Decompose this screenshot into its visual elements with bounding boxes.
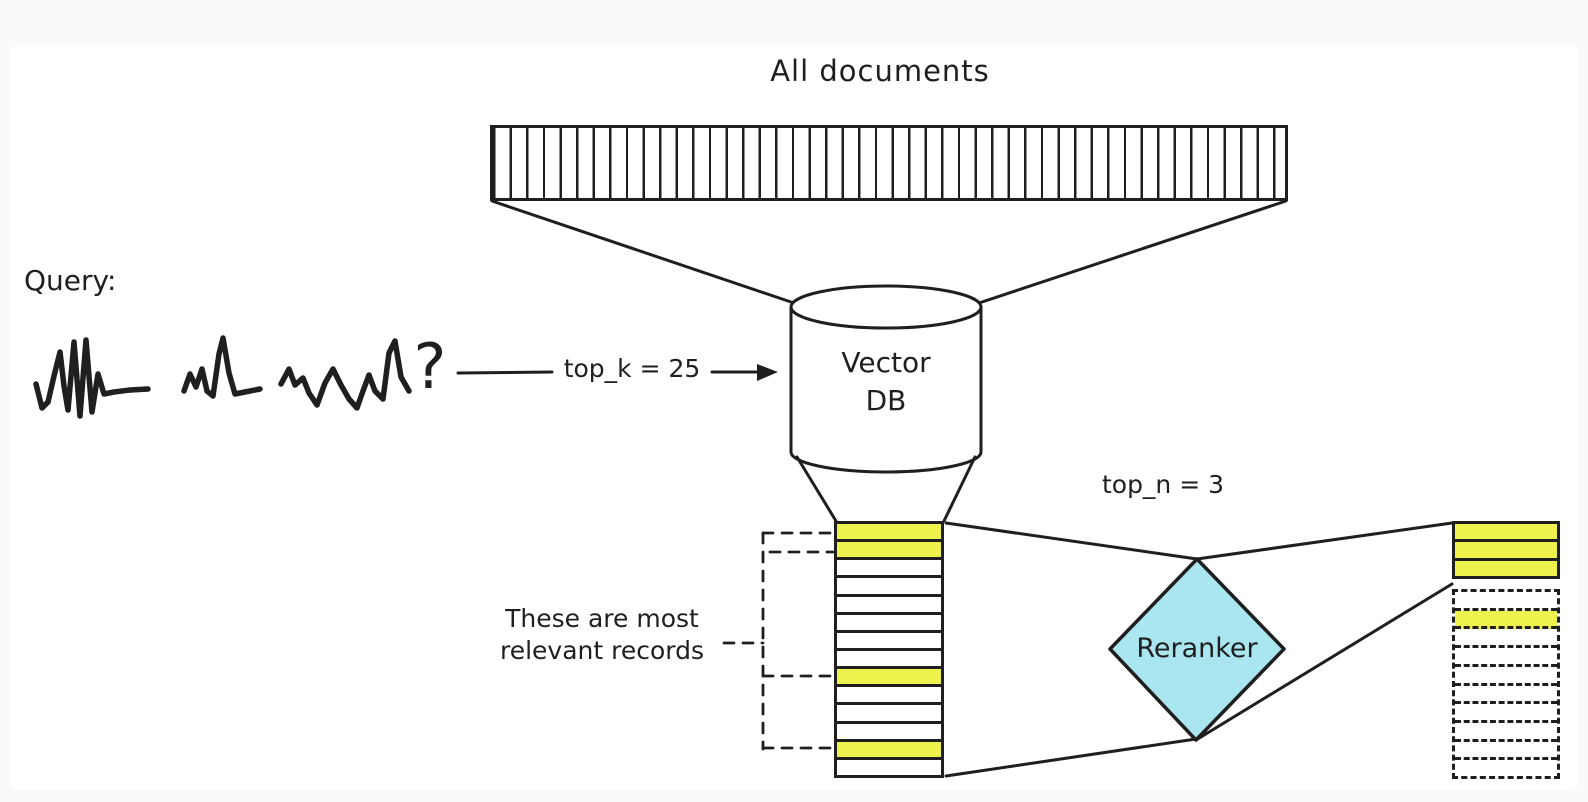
- record-row: [1455, 542, 1557, 561]
- record-row: [837, 542, 941, 561]
- record-row: [1455, 686, 1557, 705]
- relevant-records-note: These are most relevant records: [499, 604, 705, 665]
- record-row: [837, 687, 941, 706]
- record-row: [837, 760, 941, 775]
- reranked-remaining-records-stack: [1452, 589, 1560, 779]
- record-row: [837, 669, 941, 688]
- vector-db-label: Vector DB: [841, 346, 931, 417]
- all-documents-label: All documents: [770, 54, 990, 88]
- record-row: [837, 578, 941, 597]
- record-row: [837, 560, 941, 579]
- record-row: [1455, 760, 1557, 776]
- retrieved-records-stack: [834, 521, 944, 778]
- record-row: [1455, 742, 1557, 761]
- record-row: [1455, 648, 1557, 667]
- record-row: [837, 705, 941, 724]
- reranker-label: Reranker: [1136, 633, 1258, 664]
- record-row: [1455, 560, 1557, 576]
- record-row: [837, 597, 941, 615]
- record-row: [837, 741, 941, 760]
- record-row: [1455, 610, 1557, 630]
- record-row: [1455, 723, 1557, 742]
- reranked-top-records-stack: [1452, 521, 1560, 579]
- record-row: [837, 651, 941, 670]
- record-row: [837, 724, 941, 742]
- record-row: [837, 633, 941, 651]
- record-row: [1455, 629, 1557, 649]
- record-row: [1455, 667, 1557, 686]
- query-label: Query:: [24, 264, 117, 297]
- record-row: [1455, 524, 1557, 543]
- question-mark: ?: [413, 330, 447, 403]
- top-k-label: top_k = 25: [563, 354, 701, 383]
- record-row: [1455, 704, 1557, 723]
- record-row: [837, 615, 941, 633]
- record-row: [1455, 592, 1557, 611]
- top-n-label: top_n = 3: [1101, 470, 1225, 499]
- all-documents-bar: [490, 125, 1288, 201]
- record-row: [837, 524, 941, 543]
